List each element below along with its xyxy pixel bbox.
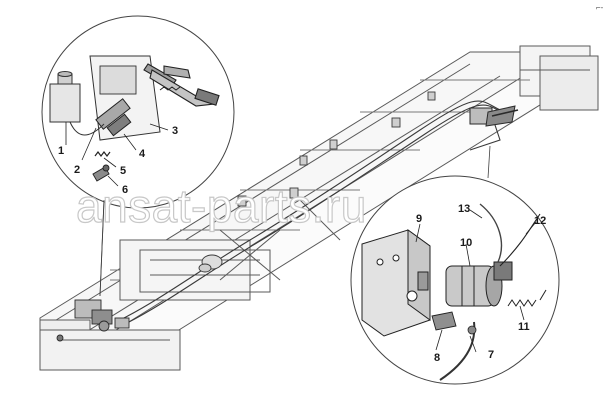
callout-4: 4 [139,148,146,160]
callout-1: 1 [58,145,64,157]
frame-details [198,91,436,273]
detail-connectors [99,145,491,297]
fitting-6 [92,164,110,182]
small-spring-icon [94,151,111,157]
callout-5: 5 [120,165,126,177]
watermark-text: ansat-parts.ru [76,180,367,232]
chassis-frame [39,45,599,371]
callout-2: 2 [74,164,80,176]
callout-13: 13 [458,203,470,215]
control-cable-12 [499,213,541,267]
callout-10: 10 [460,237,472,249]
return-spring-icon [159,86,181,91]
clip-8 [431,311,457,331]
pedal-arms [143,63,220,107]
corner-mark: ⌐- [596,3,604,12]
rear-mechanism [469,105,519,127]
actuator-cylinder [445,261,513,307]
hose-13 [479,203,503,263]
callout-12: 12 [534,215,546,227]
callout-8: 8 [434,352,440,364]
bracket [361,229,431,337]
callout-9: 9 [416,213,422,225]
callout-6: 6 [122,184,128,196]
fluid-reservoir [49,71,81,123]
callout-7: 7 [488,349,494,361]
actuator-detail-circle [350,175,560,385]
tension-spring [507,289,547,307]
callout-11: 11 [518,321,530,333]
callout-labels: 1 2 3 4 5 6 7 8 9 10 11 12 13 [58,125,546,364]
callout-3: 3 [172,125,178,137]
master-cylinder [95,98,132,137]
pedal-detail-circle [41,15,235,209]
